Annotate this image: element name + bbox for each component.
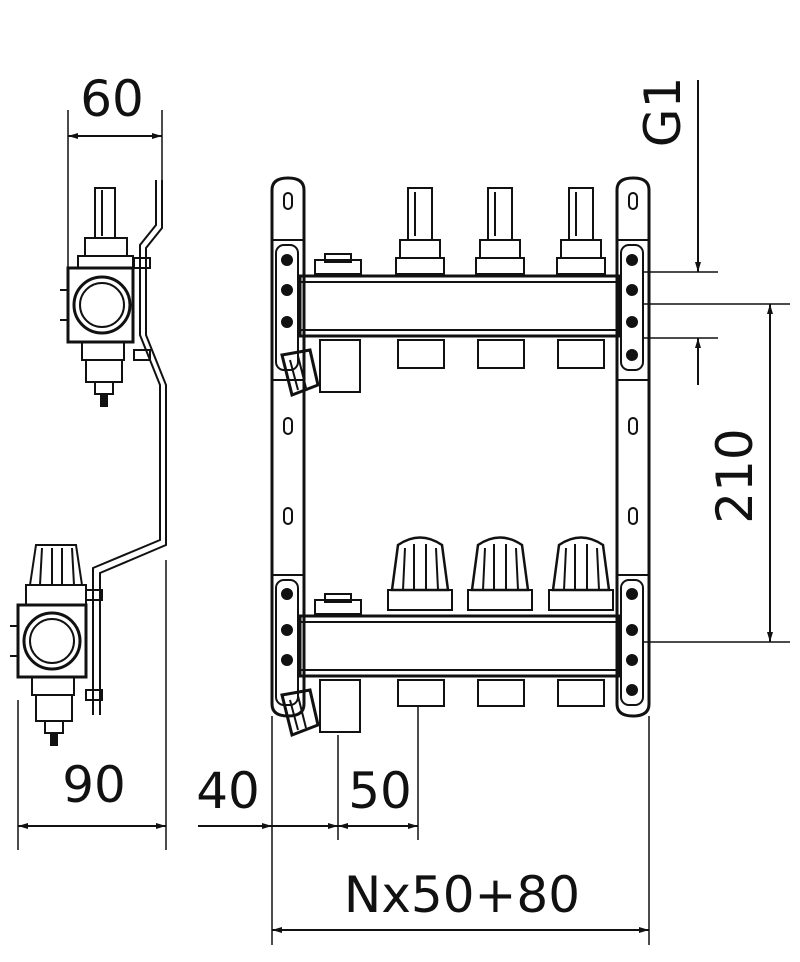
front-view	[270, 176, 651, 738]
dim-label-60: 60	[80, 70, 144, 128]
flow-meter-1	[395, 187, 445, 275]
side-lower-valve	[10, 544, 103, 746]
flow-meter-2	[475, 187, 525, 275]
valve-cap-1	[387, 536, 453, 611]
dim-label-50: 50	[348, 762, 412, 820]
return-bar	[275, 536, 644, 738]
dim-label-g1: G1	[634, 77, 692, 148]
dim-label-210: 210	[706, 428, 764, 523]
flow-meter-3	[556, 187, 606, 275]
dim-label-90: 90	[62, 756, 126, 814]
valve-cap-3	[548, 536, 614, 611]
valve-cap-2	[467, 536, 533, 611]
dim-label-40: 40	[196, 762, 260, 820]
left-bracket	[270, 176, 306, 718]
right-bracket	[615, 176, 651, 718]
dim-label-total: Nx50+80	[344, 866, 580, 924]
supply-bar	[275, 187, 644, 398]
side-view	[10, 110, 167, 850]
side-upper-valve	[60, 187, 151, 407]
